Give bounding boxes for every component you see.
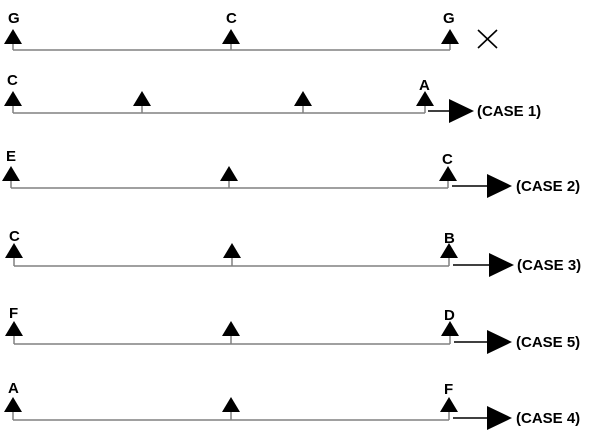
support-left-triangle-icon [2, 166, 20, 181]
right-support-label: C [442, 151, 453, 168]
middle-support-label: C [226, 10, 237, 27]
support-left-triangle-icon [4, 397, 22, 412]
support-right-triangle-icon [416, 91, 434, 106]
support-right-triangle-icon [440, 243, 458, 258]
support-left-triangle-icon [5, 243, 23, 258]
support-right-triangle-icon [439, 166, 457, 181]
support-left-triangle-icon [4, 91, 22, 106]
right-support-label: G [443, 10, 455, 27]
arrow-right-icon [453, 253, 514, 277]
arrow-right-icon [453, 406, 512, 430]
beam-row-4: C B (CASE 3) [5, 228, 581, 277]
support-middle-triangle-icon [222, 29, 240, 44]
support-middle-triangle-icon [133, 91, 151, 106]
arrow-right-icon [452, 174, 512, 198]
beam-row-3: E C (CASE 2) [2, 148, 580, 198]
case-label: (CASE 2) [516, 178, 580, 195]
left-support-label: A [8, 380, 19, 397]
left-support-label: G [8, 10, 20, 27]
beam-row-2: C A (CASE 1) [4, 72, 541, 123]
support-middle-triangle-icon [222, 321, 240, 336]
case-label: (CASE 4) [516, 410, 580, 427]
left-support-label: C [7, 72, 18, 89]
support-right-triangle-icon [441, 321, 459, 336]
case-label: (CASE 1) [477, 103, 541, 120]
case-label: (CASE 3) [517, 257, 581, 274]
support-middle-triangle-icon [220, 166, 238, 181]
support-middle-triangle-icon [222, 397, 240, 412]
right-support-label: F [444, 381, 453, 398]
left-support-label: E [6, 148, 16, 165]
support-middle-triangle-icon [294, 91, 312, 106]
beam-row-6: A F (CASE 4) [4, 380, 580, 430]
left-support-label: F [9, 305, 18, 322]
support-left-triangle-icon [4, 29, 22, 44]
support-right-triangle-icon [440, 397, 458, 412]
right-support-label: A [419, 77, 430, 94]
right-support-label: B [444, 230, 455, 247]
left-support-label: C [9, 228, 20, 245]
right-support-label: D [444, 307, 455, 324]
support-right-triangle-icon [441, 29, 459, 44]
beam-row-5: F D (CASE 5) [5, 305, 580, 354]
case-label: (CASE 5) [516, 334, 580, 351]
arrow-right-icon [454, 330, 512, 354]
support-middle-triangle-icon [223, 243, 241, 258]
cross-icon [477, 29, 498, 49]
arrow-right-icon [428, 99, 474, 123]
support-left-triangle-icon [5, 321, 23, 336]
beam-row-1: G C G [4, 10, 498, 51]
